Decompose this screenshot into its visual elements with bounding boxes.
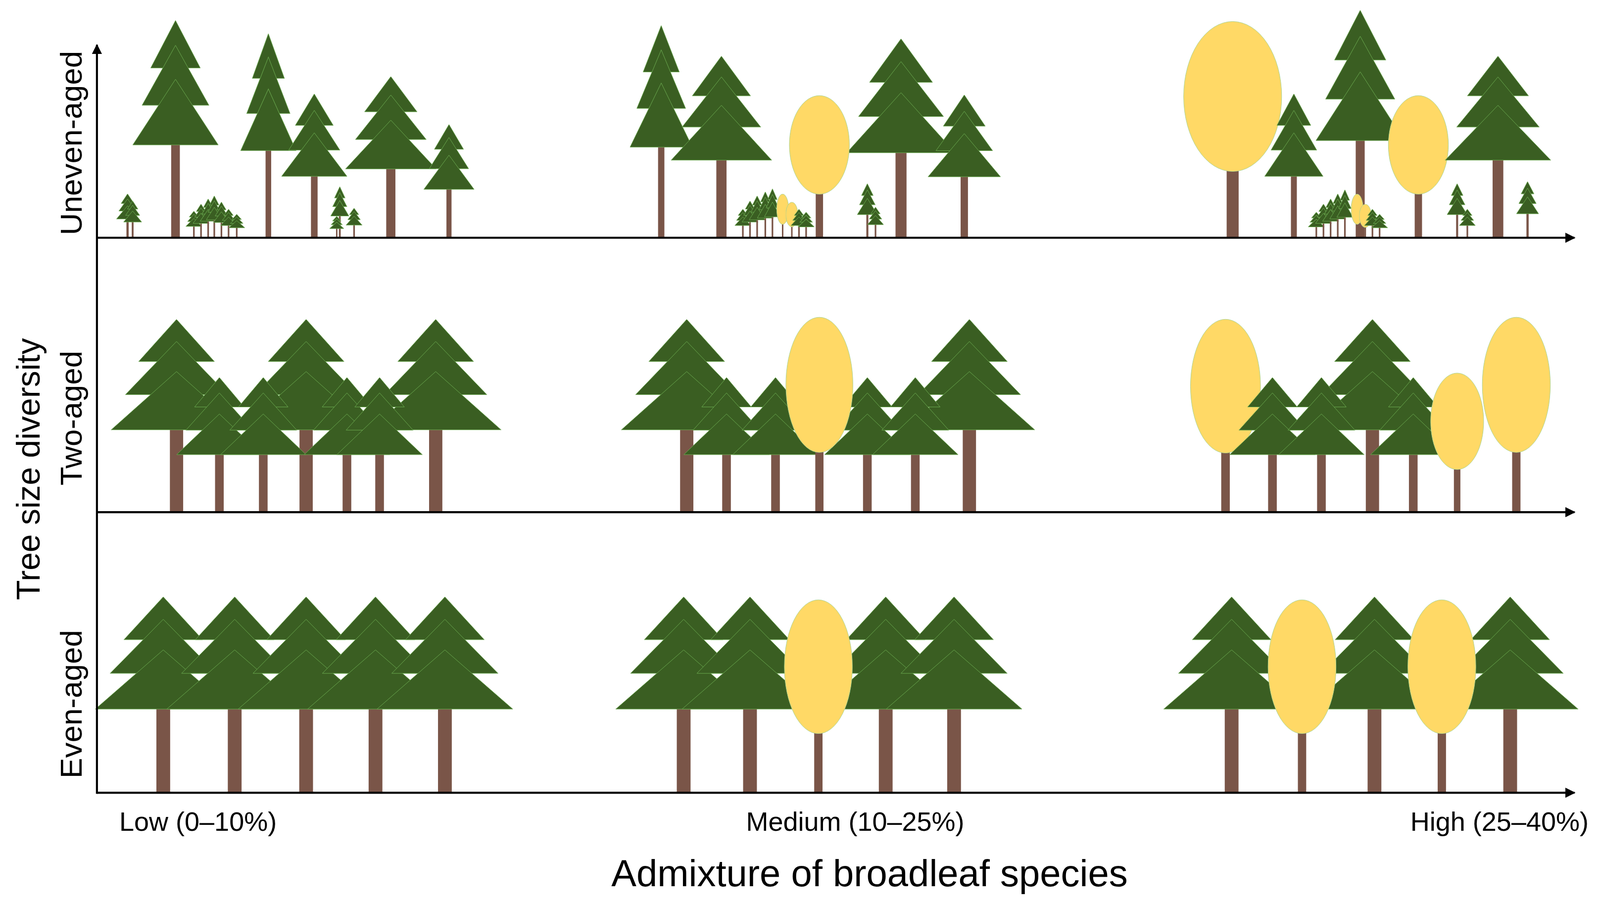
- row-label: Uneven-aged: [53, 50, 89, 236]
- axes: [96, 45, 1575, 794]
- row-label: Two-aged: [53, 350, 89, 486]
- category-label: Low (0–10%): [119, 806, 277, 837]
- row-label: Even-aged: [53, 630, 89, 779]
- category-label: High (25–40%): [1410, 806, 1589, 837]
- uneven-high-trees: [1183, 10, 1552, 239]
- category-label: Medium (10–25%): [745, 806, 965, 837]
- two-aged-high-trees: [1190, 317, 1551, 513]
- two-aged-medium-trees: [621, 317, 1035, 513]
- axis-title: Admixture of broadleaf species: [611, 851, 1128, 895]
- uneven-low-trees: [116, 20, 475, 238]
- axis-title: Tree size diversity: [9, 338, 48, 600]
- even-aged-low-trees: [95, 596, 513, 793]
- even-aged-medium-trees: [615, 596, 1022, 793]
- two-aged-low-trees: [111, 319, 502, 513]
- even-aged-high-trees: [1163, 596, 1578, 793]
- uneven-medium-trees: [630, 25, 1001, 239]
